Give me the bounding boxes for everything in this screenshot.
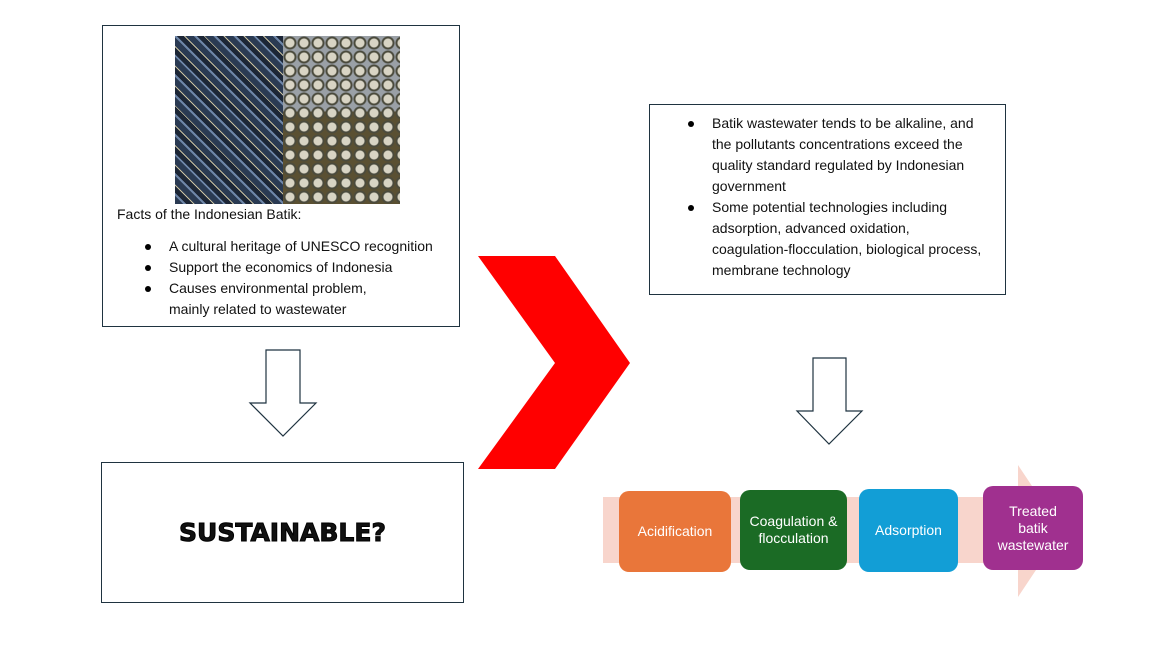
step-adsorption: Adsorption xyxy=(859,489,958,572)
tech-list: Batik wastewater tends to be alkaline, a… xyxy=(686,113,986,281)
red-chevron-arrow xyxy=(478,256,630,469)
batik-facts-box: Facts of the Indonesian Batik: A cultura… xyxy=(102,25,460,327)
tech-item: Batik wastewater tends to be alkaline, a… xyxy=(686,113,986,197)
step-coagulation-flocculation: Coagulation & flocculation xyxy=(740,490,847,570)
sustainable-label: SUSTAINABLE? xyxy=(179,518,387,548)
wastewater-tech-box: Batik wastewater tends to be alkaline, a… xyxy=(649,104,1006,295)
down-arrow-right xyxy=(795,357,864,445)
tech-item: Some potential technologies including ad… xyxy=(686,197,986,281)
fact-item: A cultural heritage of UNESCO recognitio… xyxy=(143,236,433,257)
facts-title: Facts of the Indonesian Batik: xyxy=(117,206,302,222)
step-acidification: Acidification xyxy=(619,491,731,572)
facts-list: A cultural heritage of UNESCO recognitio… xyxy=(143,236,433,320)
down-arrow-left xyxy=(248,349,318,437)
sustainable-box: SUSTAINABLE? xyxy=(101,462,464,603)
fact-item: Causes environmental problem, mainly rel… xyxy=(143,278,389,320)
step-treated-wastewater: Treated batik wastewater xyxy=(983,486,1083,570)
batik-photo xyxy=(175,36,400,204)
fact-item: Support the economics of Indonesia xyxy=(143,257,433,278)
